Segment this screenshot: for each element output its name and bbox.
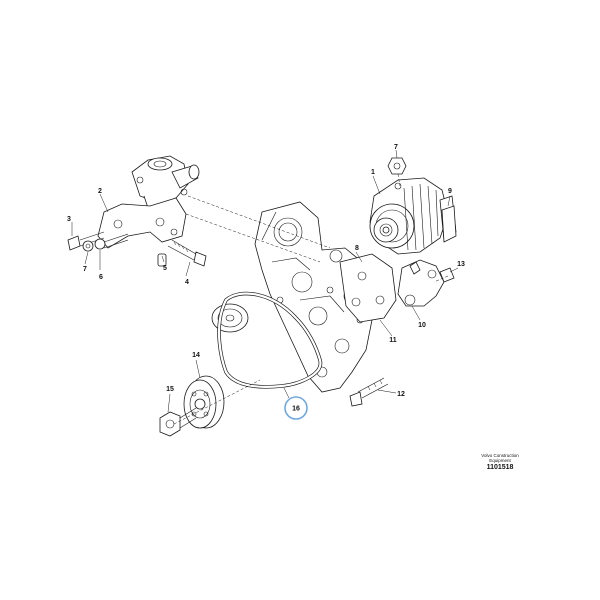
bracket-9 [441,205,457,243]
credit-line-1: Volvo Construction [481,453,519,458]
callout-15: 15 [166,386,174,393]
callout-7-top: 7 [394,144,398,151]
callout-1: 1 [371,169,375,176]
alternator-bracket [339,253,397,323]
bolt-6 [94,233,129,250]
drive-belt [217,291,323,389]
alternator [369,177,457,255]
pulley-bolt [159,407,197,437]
adjusting-link [397,259,445,307]
nut-7-top [387,157,407,175]
alignment-line-1 [187,195,331,249]
mounting-bracket [97,197,187,249]
callout-10: 10 [418,322,426,329]
callout-16-highlight: 16 [284,396,308,420]
callout-14: 14 [192,352,200,359]
bolt-12 [349,377,389,407]
alignment-line-4 [433,275,449,283]
callout-3: 3 [67,216,71,223]
callout-8: 8 [355,245,359,252]
credit-line-2: Equipment [489,458,511,463]
alignment-line-3 [397,173,401,187]
crankshaft-pulley [183,375,225,429]
bolt-4 [167,239,207,267]
callout-16: 16 [292,406,300,413]
callout-4: 4 [185,279,189,286]
alignment-line-2 [185,213,321,263]
callout-9: 9 [448,188,452,195]
callout-12: 12 [397,391,405,398]
nut-7-left [82,240,94,252]
alignment-line-5 [173,379,261,425]
callout-7-left: 7 [83,266,87,273]
engine-front-cover [254,201,373,393]
figure-number: 1101518 [486,464,514,471]
leader-lines [71,149,459,413]
callout-2: 2 [98,188,102,195]
callout-6: 6 [99,274,103,281]
callout-5: 5 [163,265,167,272]
callout-13: 13 [457,261,465,268]
copyright-credit: Volvo Construction Equipment 1101518 [470,453,530,473]
callout-11: 11 [389,337,397,344]
spacer-5 [157,253,167,267]
